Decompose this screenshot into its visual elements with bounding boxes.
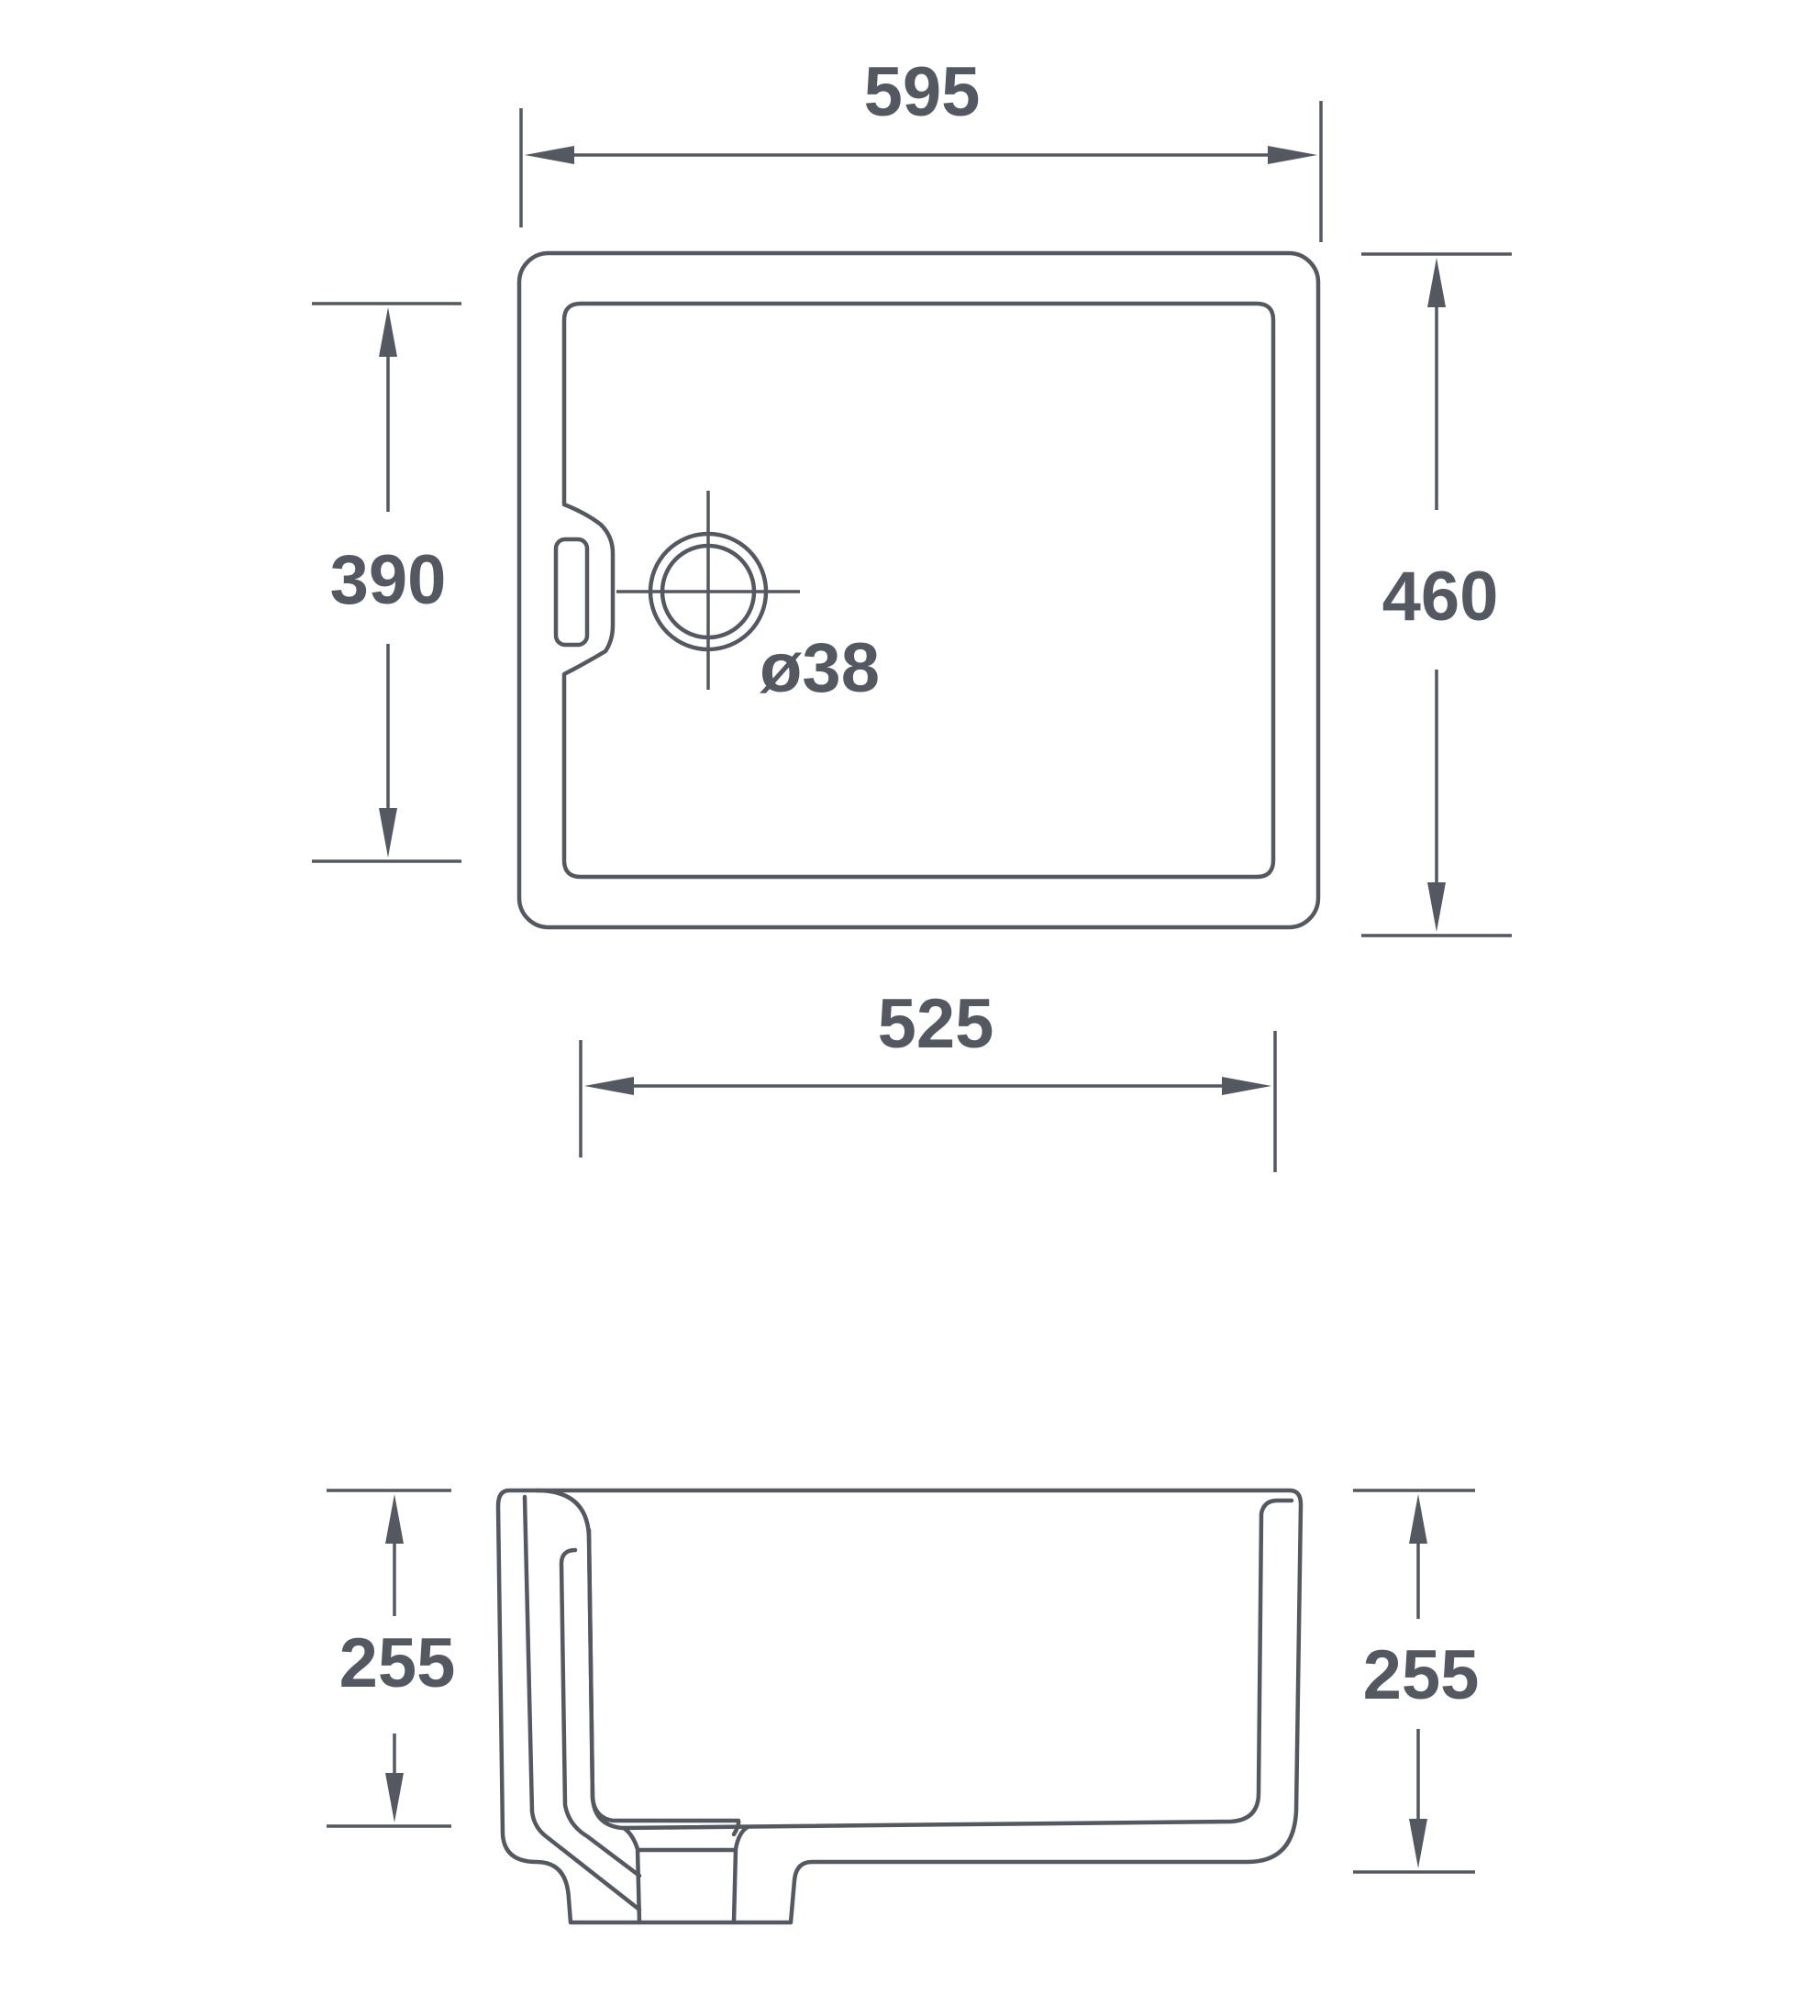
dimension-inner-width: 525 xyxy=(579,985,1277,1172)
sink-bowl-outline xyxy=(561,301,1276,880)
dimension-left-height: 255 xyxy=(327,1489,456,1828)
waste-outlet xyxy=(616,491,800,690)
left-wall-outer-line xyxy=(522,1494,642,1912)
side-section-view: 255 255 xyxy=(327,1488,1480,1925)
dimension-inner-depth: 390 xyxy=(312,302,461,863)
dimension-right-height: 255 xyxy=(1353,1489,1480,1874)
dimension-overall-width: 595 xyxy=(519,53,1323,242)
label-left-height: 255 xyxy=(339,1624,456,1702)
sink-side-outer-outline xyxy=(495,1488,1304,1925)
bowl-inner-profile xyxy=(586,1498,1294,1831)
label-waste-diameter: ø38 xyxy=(760,629,880,707)
plan-view: 595 525 390 460 xyxy=(312,53,1512,1172)
overflow-channel-outer xyxy=(534,1488,741,1837)
label-inner-depth: 390 xyxy=(330,541,447,619)
overflow-channel-inner xyxy=(559,1547,642,1878)
label-inner-width: 525 xyxy=(878,985,994,1063)
sink-outer-outline xyxy=(516,250,1321,930)
overflow-slot xyxy=(553,537,590,648)
label-overall-depth: 460 xyxy=(1382,558,1499,636)
label-right-height: 255 xyxy=(1363,1636,1480,1714)
label-overall-width: 595 xyxy=(864,53,981,131)
waste-pipe xyxy=(621,1824,750,1925)
dimension-overall-depth: 460 xyxy=(1361,252,1512,937)
